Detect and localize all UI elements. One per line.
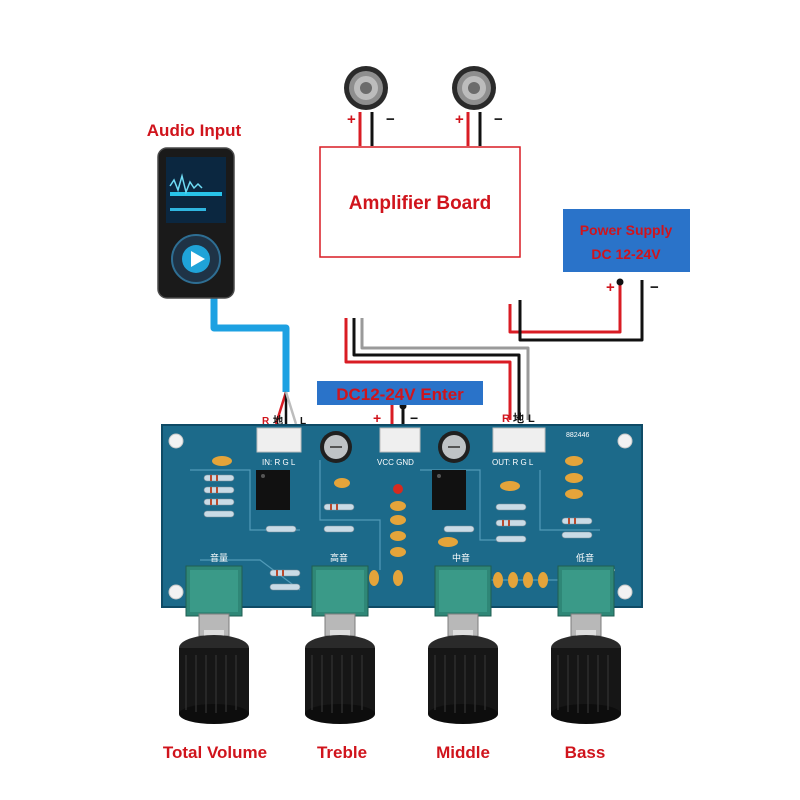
output-connector [492, 427, 546, 453]
capacitor-right [438, 431, 470, 463]
knob-icon [179, 635, 249, 724]
capacitor-left [320, 431, 352, 463]
knob-volume-label: Total Volume [163, 743, 267, 762]
output-pin-r: R [502, 413, 510, 425]
knob-middle-label: Middle [436, 743, 490, 762]
power-supply-plus: + [606, 279, 615, 296]
power-red-wire-to-pcb [508, 280, 622, 334]
input-connector [256, 427, 302, 453]
amp-to-out-gray-wire [360, 318, 530, 420]
wires [210, 112, 644, 426]
knob-treble[interactable] [305, 565, 375, 724]
knob-bass-label: Bass [565, 743, 606, 762]
knob-treble-label: Treble [317, 743, 367, 762]
output-pin-labels: R 地 L [502, 411, 535, 425]
music-player-icon [157, 147, 235, 299]
knob-middle[interactable] [428, 565, 498, 724]
amp-to-out-red-wire [344, 318, 512, 420]
speaker-left-plus: + [347, 111, 356, 128]
speaker-right-minus: − [494, 111, 503, 128]
speaker-left-minus: − [386, 111, 395, 128]
pcb-out-label: OUT: R G L [492, 458, 534, 467]
power-black-wire-to-pcb [518, 280, 644, 342]
knob-icon [428, 635, 498, 724]
output-pin-g: 地 [513, 411, 524, 425]
dc-enter-plus: + [373, 410, 381, 426]
input-red-wire [274, 391, 288, 425]
ic-chip-right [432, 470, 466, 510]
knob-volume[interactable] [179, 565, 249, 724]
power-connector [379, 427, 421, 453]
dc-enter-label: DC12-24V Enter [336, 385, 464, 404]
ic-chip-left [256, 470, 290, 510]
pot-label-treble: 高音 [330, 552, 348, 564]
power-supply-minus: − [650, 279, 659, 296]
power-supply-box: Power Supply DC 12-24V + − [563, 209, 690, 296]
pot-label-middle: 中音 [452, 552, 470, 564]
dc-enter-label-box: DC12-24V Enter + − [317, 381, 483, 426]
amplifier-board-box: Amplifier Board [319, 146, 521, 258]
input-pin-l: L [300, 416, 306, 427]
power-supply-voltage-label: DC 12-24V [591, 246, 661, 262]
audio-input-cable [210, 298, 290, 392]
knob-icon [551, 635, 621, 724]
pcb-power-label: VCC GND [377, 458, 414, 467]
ceramic-capacitors [212, 456, 583, 588]
input-pin-r: R [262, 416, 270, 427]
speaker-right: + − [452, 66, 503, 128]
power-supply-label: Power Supply [580, 222, 673, 238]
output-pin-l: L [528, 413, 535, 425]
dc-enter-minus: − [410, 410, 418, 426]
speaker-icon [452, 66, 496, 110]
pcb-in-label: IN: R G L [262, 458, 296, 467]
resistors [203, 474, 593, 591]
input-pin-g: 地 [273, 414, 283, 427]
led-indicator [393, 484, 403, 494]
speaker-right-plus: + [455, 111, 464, 128]
power-junction-dot [616, 278, 624, 286]
pot-label-bass: 低音 [576, 552, 594, 564]
knob-bass[interactable] [551, 565, 621, 724]
pcb-model-label: 882446 [566, 432, 589, 439]
speaker-icon [344, 66, 388, 110]
input-white-wire [284, 391, 298, 425]
knob-icon [305, 635, 375, 724]
pot-label-volume: 音量 [210, 552, 228, 564]
speaker-left: + − [344, 66, 395, 128]
amp-to-out-black-wire [352, 318, 521, 420]
input-pin-labels: R 地 L [262, 414, 306, 427]
amplifier-board-label: Amplifier Board [349, 193, 492, 214]
audio-input-label: Audio Input [147, 121, 242, 140]
